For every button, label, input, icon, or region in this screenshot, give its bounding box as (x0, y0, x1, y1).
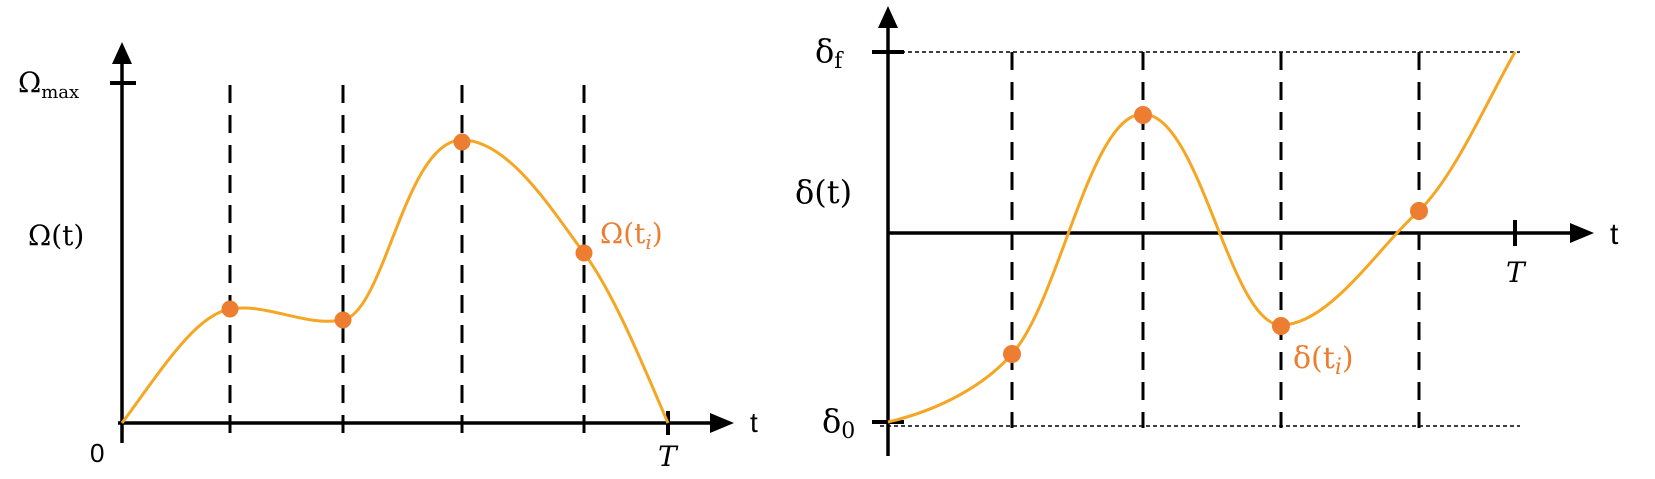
left-y-axis-arrow (112, 42, 132, 64)
right-sample-point-2 (1134, 106, 1152, 124)
left-sample-point-4 (575, 244, 593, 262)
left-x-label: t (750, 407, 758, 438)
right-end-label: T (1506, 256, 1527, 289)
right-delta-f-label: δf (815, 32, 844, 74)
left-x-axis-arrow (710, 413, 734, 433)
left-end-label: T (658, 440, 679, 473)
right-y-axis-arrow (878, 6, 898, 28)
left-panel: Ωmax Ω(t) t 0 T Ω(ti) (18, 42, 758, 473)
left-y-label: Ω(t) (28, 219, 84, 252)
right-sample-point-4 (1410, 202, 1428, 220)
right-x-label: t (1610, 218, 1619, 251)
left-sample-point-1 (221, 300, 239, 318)
right-delta-curve (887, 51, 1517, 424)
right-sample-point-1 (1003, 345, 1021, 363)
left-ymax-label: Ωmax (18, 66, 79, 103)
right-delta-0-label: δ0 (822, 402, 855, 444)
right-x-axis-arrow (1570, 223, 1594, 243)
right-sample-point-3 (1272, 317, 1290, 335)
left-point-label: Ω(ti) (600, 217, 663, 254)
right-panel: δf δ(t) δ0 t T δ(ti) (795, 6, 1619, 456)
left-omega-curve (120, 138, 670, 424)
right-point-label: δ(ti) (1293, 341, 1354, 380)
right-y-label: δ(t) (795, 173, 852, 211)
left-sample-point-3 (453, 133, 471, 151)
left-origin-label: 0 (90, 438, 104, 468)
left-sample-point-2 (334, 311, 352, 329)
